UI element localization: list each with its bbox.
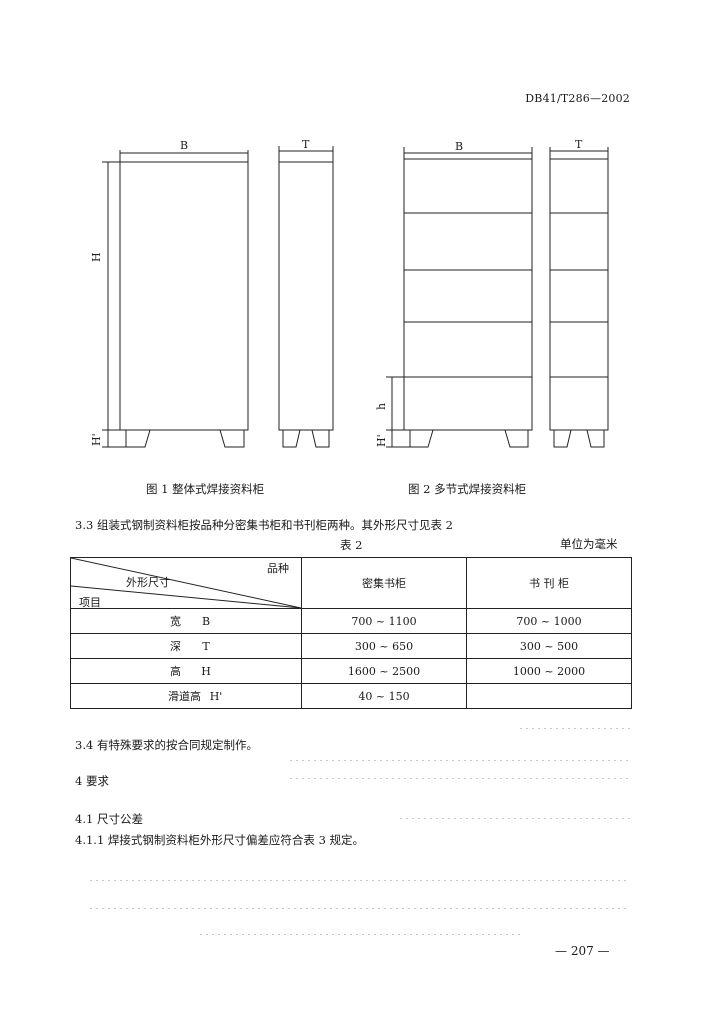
table-cell: 700 ~ 1100 bbox=[301, 608, 467, 634]
figure2-side-view bbox=[549, 147, 609, 448]
section-3-4: 3.4 有特殊要求的按合同规定制作。 bbox=[75, 738, 258, 752]
table-row: 滑道高 H' 40 ~ 150 bbox=[70, 683, 632, 709]
fig1-label-hprime: H' bbox=[90, 433, 103, 446]
column-header-periodical-cabinet: 书 刊 柜 bbox=[466, 557, 632, 609]
figure1-caption: 图 1 整体式焊接资料柜 bbox=[146, 482, 265, 496]
table-header-row: 品种 外形尺寸 项目 密集书柜 书 刊 柜 bbox=[70, 557, 632, 609]
row-name: 宽 bbox=[170, 615, 181, 628]
fig2-label-hprime: H' bbox=[375, 434, 388, 447]
table-row: 高 H 1600 ~ 2500 1000 ~ 2000 bbox=[70, 658, 632, 684]
table2-unit: 单位为毫米 bbox=[560, 537, 618, 551]
section-4-heading: 4 要求 bbox=[75, 774, 109, 788]
figure2-front-view bbox=[386, 147, 533, 448]
table-cell: 40 ~ 150 bbox=[301, 683, 467, 709]
fig2-label-b: B bbox=[455, 140, 463, 153]
bleed-through-mark bbox=[520, 728, 630, 729]
table-cell: 300 ~ 500 bbox=[466, 633, 632, 659]
page-number: — 207 — bbox=[555, 944, 610, 958]
table-row: 深 T 300 ~ 650 300 ~ 500 bbox=[70, 633, 632, 659]
fig2-label-t: T bbox=[575, 138, 583, 151]
row-symbol: H' bbox=[209, 690, 223, 703]
table-cell: 1600 ~ 2500 bbox=[301, 658, 467, 684]
table-cell: 700 ~ 1000 bbox=[466, 608, 632, 634]
column-header-compact-cabinet: 密集书柜 bbox=[301, 557, 467, 609]
fig1-label-b: B bbox=[180, 139, 188, 152]
figures-drawing: B T H H' B T h H' bbox=[90, 138, 609, 448]
figure1-front-view bbox=[102, 150, 249, 448]
bleed-through-mark bbox=[90, 880, 630, 881]
table-cell: 1000 ~ 2000 bbox=[466, 658, 632, 684]
fig1-label-h: H bbox=[90, 252, 103, 262]
standard-code: DB41/T286—2002 bbox=[525, 92, 630, 105]
bleed-through-mark bbox=[200, 934, 520, 935]
figure1-side-view bbox=[278, 146, 334, 448]
corner-label-variety: 品种 bbox=[267, 562, 289, 575]
row-symbol: H bbox=[201, 665, 211, 678]
table-corner-cell: 品种 外形尺寸 项目 bbox=[70, 557, 302, 609]
table2-title: 表 2 bbox=[340, 538, 363, 552]
row-symbol: T bbox=[202, 640, 210, 653]
section-4-1-1: 4.1.1 焊接式钢制资料柜外形尺寸偏差应符合表 3 规定。 bbox=[75, 833, 365, 847]
bleed-through-mark bbox=[90, 908, 630, 909]
row-name: 滑道高 bbox=[168, 690, 201, 703]
table-cell: 300 ~ 650 bbox=[301, 633, 467, 659]
bleed-through-mark bbox=[290, 760, 630, 761]
corner-label-dimension: 外形尺寸 bbox=[126, 576, 170, 589]
bleed-through-mark bbox=[290, 778, 630, 779]
table-row: 宽 B 700 ~ 1100 700 ~ 1000 bbox=[70, 608, 632, 634]
table-cell bbox=[466, 683, 632, 709]
row-name: 深 bbox=[170, 640, 181, 653]
section-4-1-heading: 4.1 尺寸公差 bbox=[75, 812, 143, 826]
fig2-label-h: h bbox=[375, 403, 388, 410]
section-3-3: 3.3 组装式钢制资料柜按品种分密集书柜和书刊柜两种。其外形尺寸见表 2 bbox=[75, 518, 453, 532]
row-name: 高 bbox=[170, 665, 181, 678]
table2: 品种 外形尺寸 项目 密集书柜 书 刊 柜 宽 B 700 ~ 1100 700 … bbox=[70, 557, 632, 709]
corner-label-item: 项目 bbox=[79, 596, 101, 609]
fig1-label-t: T bbox=[302, 138, 310, 151]
figure2-caption: 图 2 多节式焊接资料柜 bbox=[408, 482, 527, 496]
corner-diagonals bbox=[71, 558, 301, 608]
bleed-through-mark bbox=[400, 818, 630, 819]
row-symbol: B bbox=[201, 615, 211, 628]
